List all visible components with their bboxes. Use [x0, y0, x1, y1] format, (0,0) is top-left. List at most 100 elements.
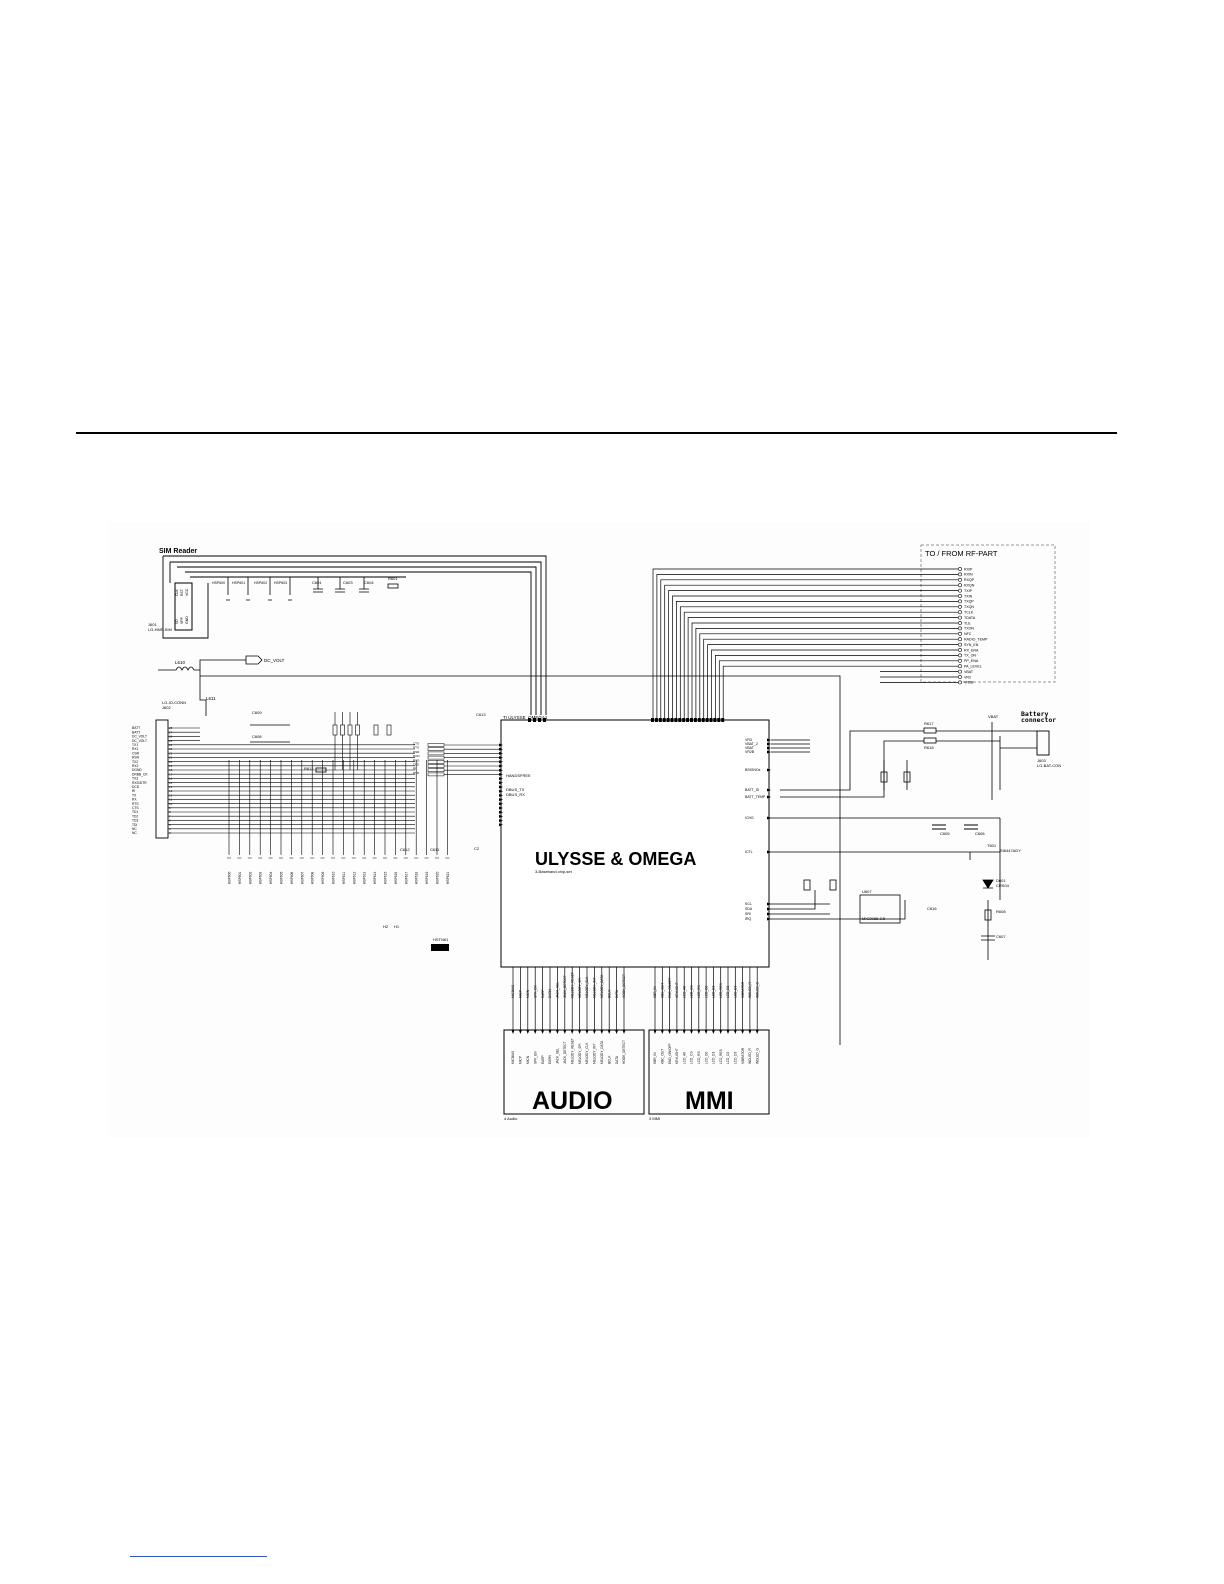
l611-wire	[199, 670, 207, 716]
chip-right-pin-label: SDA	[745, 907, 753, 911]
audio-pin	[511, 1030, 515, 1034]
hsp-label: HSP603	[259, 872, 263, 884]
io-pin-label: TD1	[132, 810, 138, 814]
pad-component	[431, 944, 449, 951]
h2-label: H2	[383, 924, 389, 929]
audio-chip-pin-label: MELODY_RESET	[570, 972, 574, 998]
rf-port	[958, 599, 962, 604]
audio-pin	[548, 1030, 552, 1034]
connector-label: connector	[1021, 716, 1056, 724]
zener-and-resistor-bank: C609 C608 C613 R612 C612 C611 C2 H2 H1 H…	[250, 710, 486, 951]
i2c-block: U607 MIC2988-2.5 C616	[769, 879, 937, 924]
sim-spark-label: HSP603	[274, 581, 287, 585]
chip-top-pin	[651, 718, 654, 722]
main-chip-title: ULYSSE & OMEGA	[535, 849, 696, 869]
rf-port	[958, 642, 962, 647]
mmi-pin-label: VIBRATOR	[741, 1047, 745, 1064]
bus-signal-label: RXD	[413, 758, 420, 762]
chip-top-pin	[701, 718, 705, 722]
rf-wire	[652, 568, 958, 720]
hsp-label: HSP611	[342, 872, 346, 884]
rf-signal-lines: RXIPRXINRXQPRXQNTXIPTXINTXQPTXQNTCLKTDAT…	[652, 567, 988, 720]
mmi-pin-label: LCD_A0	[682, 1052, 686, 1064]
io-conn-ref: J602	[162, 705, 171, 710]
audio-chip-pin-label: SPK_EN	[533, 985, 537, 998]
h1-label: H1	[394, 924, 400, 929]
d601-part: CRS04	[996, 883, 1010, 888]
rf-wire	[668, 590, 958, 720]
handsfree-pin-label: HANDSFREE	[506, 773, 531, 778]
chip-right-pin-label: VBAT_2	[745, 742, 758, 746]
rf-wire	[676, 601, 958, 720]
io-conn-part: LG-IO-CONN	[162, 700, 186, 705]
audio-chip-pin-label: MICBIAS	[511, 985, 515, 998]
rf-port	[958, 610, 962, 615]
io-pin-label: RX1	[132, 747, 139, 751]
chip-right-pin-label: IRQ	[745, 917, 752, 921]
chip-top-pin	[705, 718, 709, 722]
chip-left-pin	[499, 802, 503, 806]
rf-port	[958, 669, 962, 674]
rf-wire	[664, 584, 958, 720]
r612-symbol	[315, 767, 327, 773]
battery-label: Battery	[1021, 710, 1048, 718]
dc-volt-flag	[245, 655, 263, 665]
hsp-wire	[331, 760, 335, 859]
mmi-chip-pin-label: LCD_RES	[719, 983, 723, 998]
audio-pin-label: EARP	[541, 1055, 545, 1064]
rf-signal-label: TX_ON	[964, 654, 976, 658]
c609-label: C609	[252, 710, 262, 715]
battery-sense-wire	[200, 675, 841, 1045]
r616-symbol	[903, 771, 911, 783]
chip-right-pin-label: SCL	[745, 902, 752, 906]
c606-label: C606	[975, 831, 985, 836]
hsp-label: HSP610	[332, 872, 336, 884]
audio-pin	[592, 1030, 596, 1034]
io-pin-label: CTS	[132, 806, 139, 810]
rf-port	[958, 648, 962, 652]
chip-right-pin-label: BATT_ID	[745, 788, 760, 792]
rf-wire	[703, 638, 958, 720]
audio-pin-label: MELODY_SPI	[578, 1044, 582, 1064]
mmi-pin-label: LCD_D1	[712, 1052, 716, 1064]
mmi-pin	[668, 1030, 672, 1034]
zener-wires	[250, 724, 290, 743]
battery-conn-part: LG-BAT-CON	[1037, 763, 1061, 768]
rf-signal-label: RX_ENA	[964, 648, 979, 652]
c601-label: C601	[312, 580, 322, 585]
rf-port	[958, 583, 962, 588]
mmi-pins: KBR_INKBR_INKBC_OUTKBC_OUTEND_ON/OFFEND_…	[653, 967, 759, 1064]
chip-right-pin	[767, 768, 771, 772]
bus-signal-label: RI	[413, 767, 416, 771]
hsp-label: HSP613	[363, 872, 367, 884]
chip-left-pin	[499, 747, 503, 751]
mmi-pin	[682, 1030, 686, 1034]
r608-label: R608	[996, 909, 1006, 914]
rf-port	[958, 621, 962, 625]
audio-pin	[526, 1030, 530, 1034]
io-pin-label: RX2	[132, 764, 139, 768]
dc-volt-label: DC_VOLT	[264, 658, 285, 663]
mmi-pin-label: LCD_RS	[697, 1051, 701, 1064]
audio-pin-label: MICP	[519, 1056, 523, 1064]
audio-block: AUDIO 4 Audio MICBIASMICBIASMICPMICPMICN…	[503, 967, 645, 1121]
rf-port	[958, 588, 962, 593]
chip-top-pins	[528, 718, 725, 722]
audio-chip-pin-label: MICP	[519, 990, 523, 998]
bus-signal-label: RTS	[413, 746, 419, 750]
vr2b-resistor-bank	[332, 712, 392, 770]
hsp-wire	[383, 760, 387, 859]
chip-left-pin	[499, 781, 503, 785]
rf-part-boundary	[920, 544, 1056, 683]
sim-reader-label: SIM Reader	[159, 548, 197, 555]
rf-wire	[699, 633, 958, 720]
rf-signal-label: PP_ENA	[964, 659, 979, 663]
hsp-label: HSP614	[373, 872, 377, 884]
rf-signal-label: VBAT	[964, 670, 974, 674]
sim-pin-label: GND	[185, 616, 189, 624]
mmi-pin	[653, 1030, 657, 1034]
hsp-wire	[310, 760, 315, 859]
audio-pin	[541, 1030, 545, 1034]
chip-right-pin	[767, 746, 771, 750]
